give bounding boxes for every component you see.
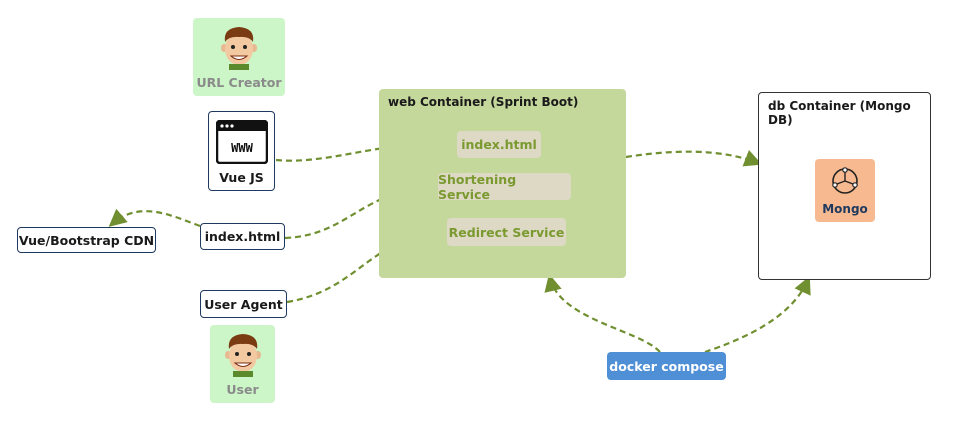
person-icon xyxy=(224,334,261,377)
db-container-title: db Container (Mongo DB) xyxy=(768,99,911,127)
edge-docker-to-web xyxy=(544,273,661,353)
web-container-title: web Container (Sprint Boot) xyxy=(388,95,579,109)
docker-compose-box: docker compose xyxy=(607,352,726,380)
mongo-graph-icon xyxy=(832,167,858,194)
edge-web-to-db xyxy=(625,149,763,167)
svg-text:WWW: WWW xyxy=(231,141,253,155)
person-icon xyxy=(221,27,257,70)
edge-docker-to-db xyxy=(704,275,811,354)
service-redirect: Redirect Service xyxy=(447,218,566,246)
user-label: User xyxy=(226,382,259,397)
vue-js-label: Vue JS xyxy=(219,170,264,185)
vue-js-box: WWW Vue JS xyxy=(208,111,275,191)
url-creator-actor: URL Creator xyxy=(193,18,285,96)
edge-index-to-shortening xyxy=(284,178,441,240)
user-actor: User xyxy=(210,325,275,403)
service-index-html: index.html xyxy=(457,131,541,158)
service-shortening: Shortening Service xyxy=(438,172,571,202)
browser-www-icon: WWW xyxy=(216,120,268,164)
user-agent-box: User Agent xyxy=(200,290,287,318)
url-creator-label: URL Creator xyxy=(196,75,282,90)
mongo-node: Mongo xyxy=(815,159,875,222)
edge-index-to-cdn xyxy=(108,208,201,228)
index-html-client-box: index.html xyxy=(200,223,285,250)
mongo-label: Mongo xyxy=(822,202,868,216)
cdn-box: Vue/Bootstrap CDN xyxy=(17,227,156,253)
